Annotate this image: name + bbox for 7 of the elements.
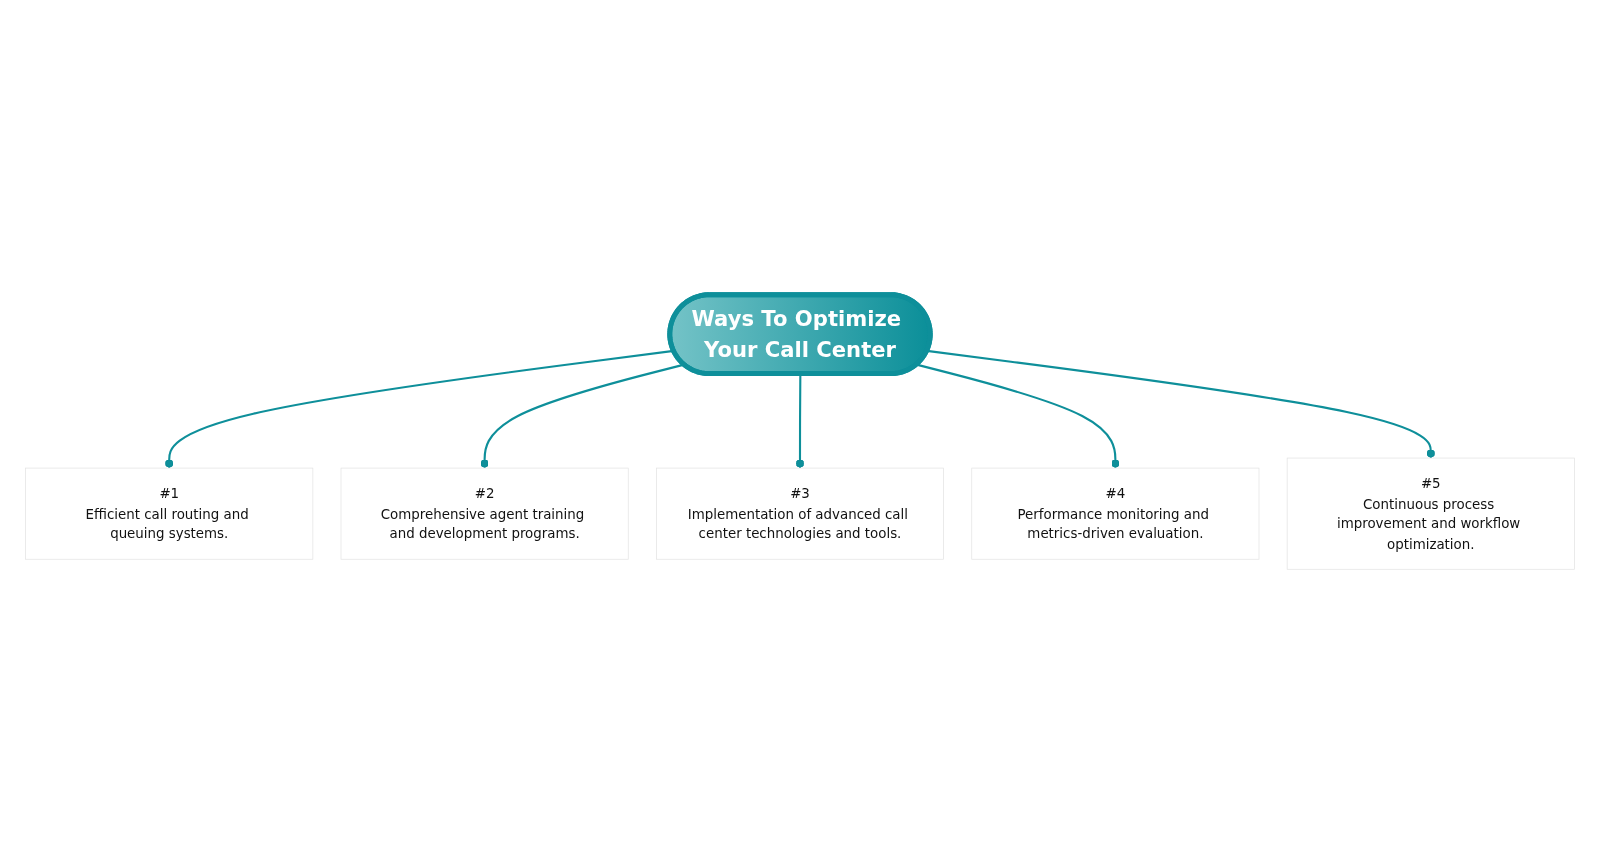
node-box: #5 Continuous process improvement and workflow optimization. [1286, 457, 1575, 570]
node-box: #2 Comprehensive agent training and development programs. [340, 467, 629, 560]
node-box: #4 Performance monitoring and metrics-driven evaluation. [971, 467, 1260, 560]
connector [916, 363, 1120, 469]
node-box: #1 Efficient call routing and queuing systems. [25, 467, 314, 560]
node-box: #3 Implementation of advanced call center technologies and tools. [656, 467, 944, 560]
connector [165, 349, 674, 469]
